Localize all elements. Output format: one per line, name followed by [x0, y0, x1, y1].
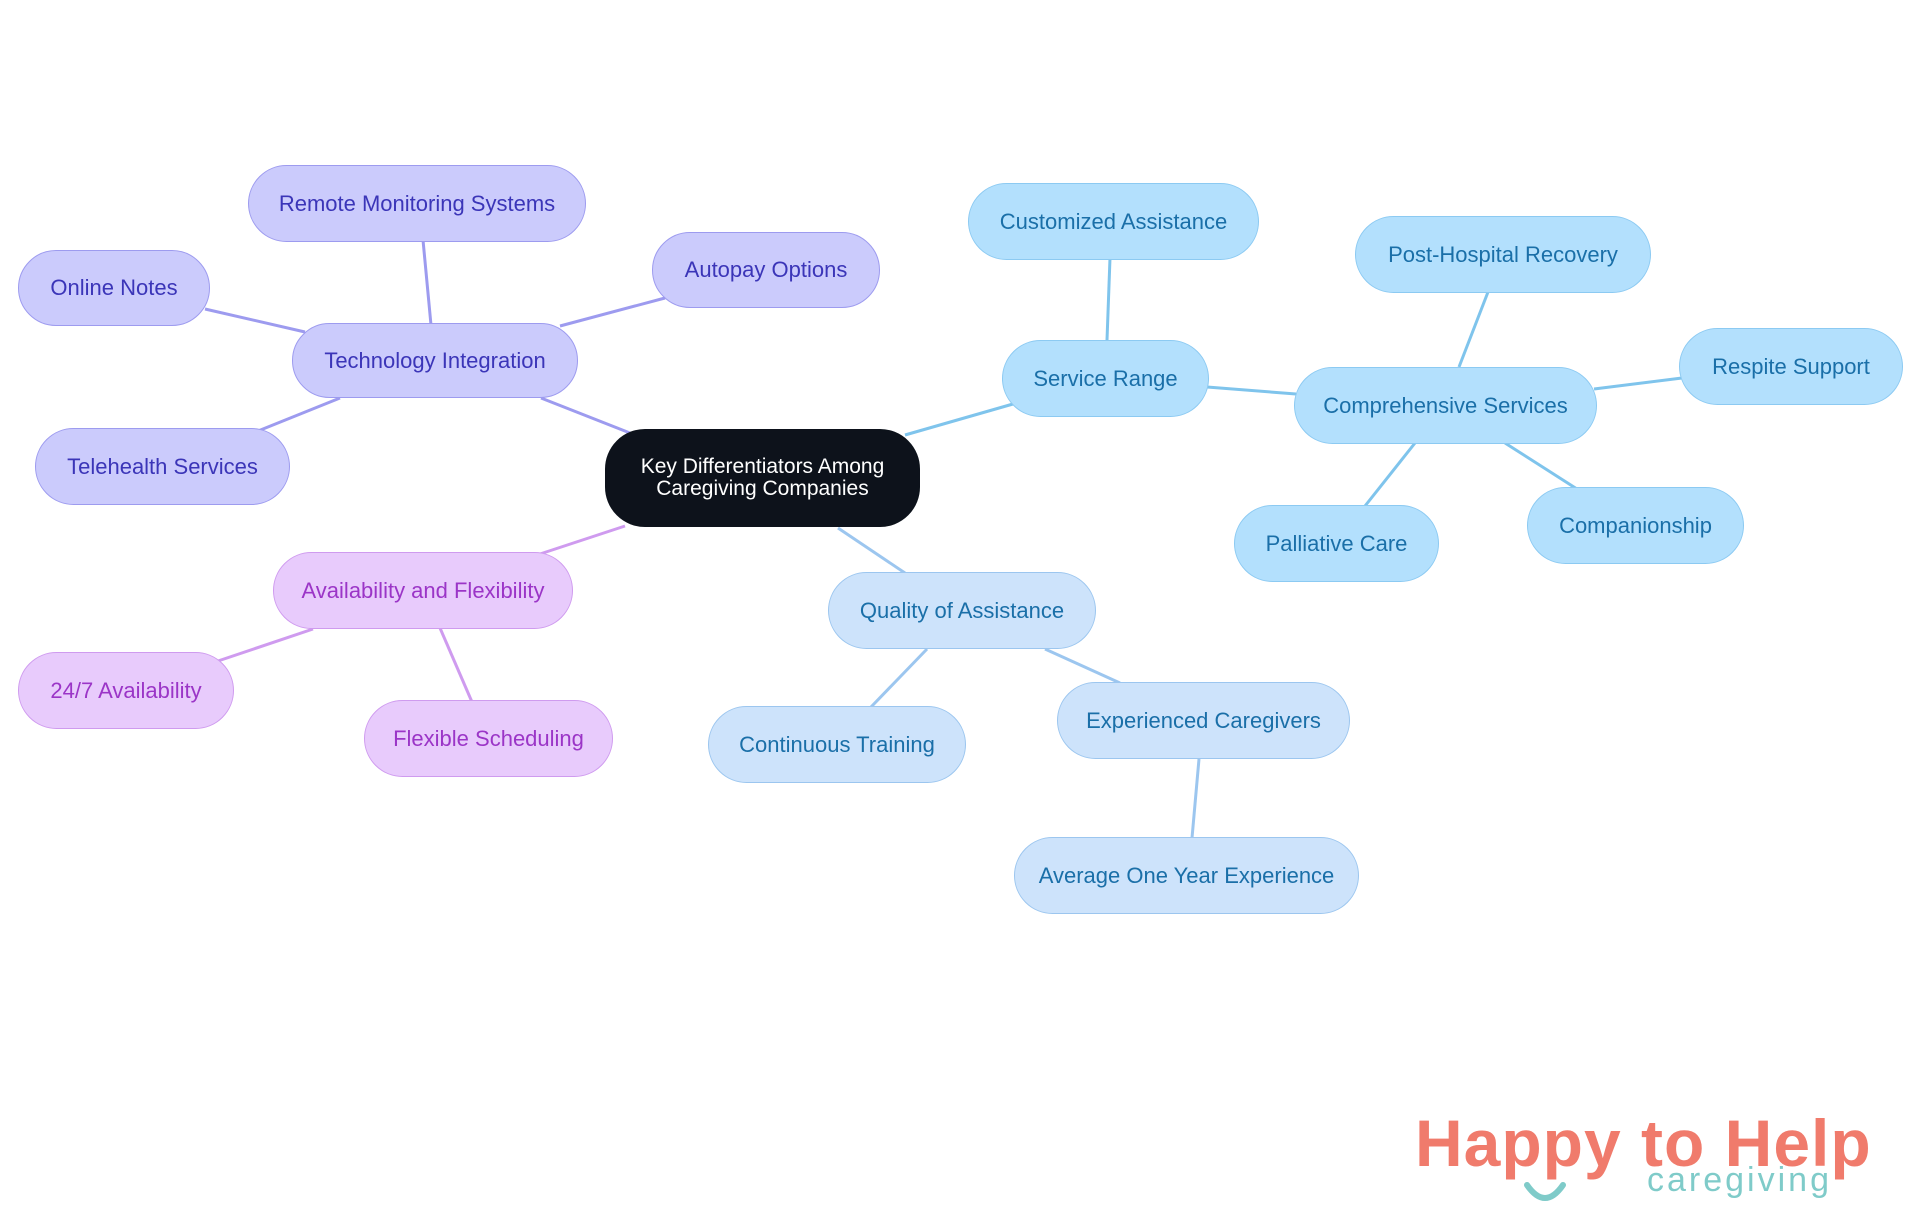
smile-icon	[1524, 1182, 1566, 1201]
node-respite-support: Respite Support	[1679, 328, 1903, 405]
node-remote-monitoring-systems: Remote Monitoring Systems	[248, 165, 586, 242]
node-247-availability: 24/7 Availability	[18, 652, 234, 729]
node-service-range: Service Range	[1002, 340, 1209, 417]
node-autopay-options: Autopay Options	[652, 232, 880, 308]
edge-root-service	[904, 402, 1014, 437]
edge-root-quality	[837, 526, 906, 575]
edge-technology-autopay	[559, 296, 666, 328]
edge-availability-flexible	[438, 627, 474, 703]
edge-experienced-average	[1190, 758, 1201, 839]
node-quality-of-assistance: Quality of Assistance	[828, 572, 1096, 649]
node-palliative-care: Palliative Care	[1234, 505, 1439, 582]
node-flexible-scheduling: Flexible Scheduling	[364, 700, 613, 777]
node-telehealth-services: Telehealth Services	[35, 428, 290, 505]
edge-service-comprehensive	[1206, 385, 1297, 396]
node-average-one-year-experience: Average One Year Experience	[1014, 837, 1359, 914]
node-online-notes: Online Notes	[18, 250, 210, 326]
edge-root-availability	[539, 524, 626, 556]
node-companionship: Companionship	[1527, 487, 1744, 564]
edge-quality-continuous	[869, 647, 929, 709]
edge-technology-online	[204, 307, 306, 334]
happy-to-help-logo: Happy to Help caregiving	[1415, 1105, 1885, 1205]
edge-comprehensive-posthospital	[1457, 291, 1490, 368]
node-comprehensive-services: Comprehensive Services	[1294, 367, 1597, 444]
node-continuous-training: Continuous Training	[708, 706, 966, 783]
edge-root-technology	[540, 396, 631, 435]
node-customized-assistance: Customized Assistance	[968, 183, 1259, 260]
edge-technology-telehealth	[257, 396, 341, 433]
node-experienced-caregivers: Experienced Caregivers	[1057, 682, 1350, 759]
logo-wordmark: Happy to Help	[1415, 1106, 1872, 1180]
node-availability-flexibility: Availability and Flexibility	[273, 552, 573, 629]
edge-quality-experienced	[1044, 647, 1121, 685]
root-node: Key Differentiators Among Caregiving Com…	[605, 429, 920, 527]
edge-comprehensive-respite	[1593, 376, 1683, 391]
edge-service-customized	[1105, 257, 1112, 341]
node-post-hospital-recovery: Post-Hospital Recovery	[1355, 216, 1651, 293]
logo-subtitle: caregiving	[1647, 1161, 1832, 1199]
edge-availability-247	[217, 627, 314, 663]
edge-comprehensive-companionship	[1504, 441, 1578, 491]
edge-comprehensive-palliative	[1363, 442, 1417, 507]
node-technology-integration: Technology Integration	[292, 323, 578, 398]
edge-technology-remote	[421, 239, 433, 326]
